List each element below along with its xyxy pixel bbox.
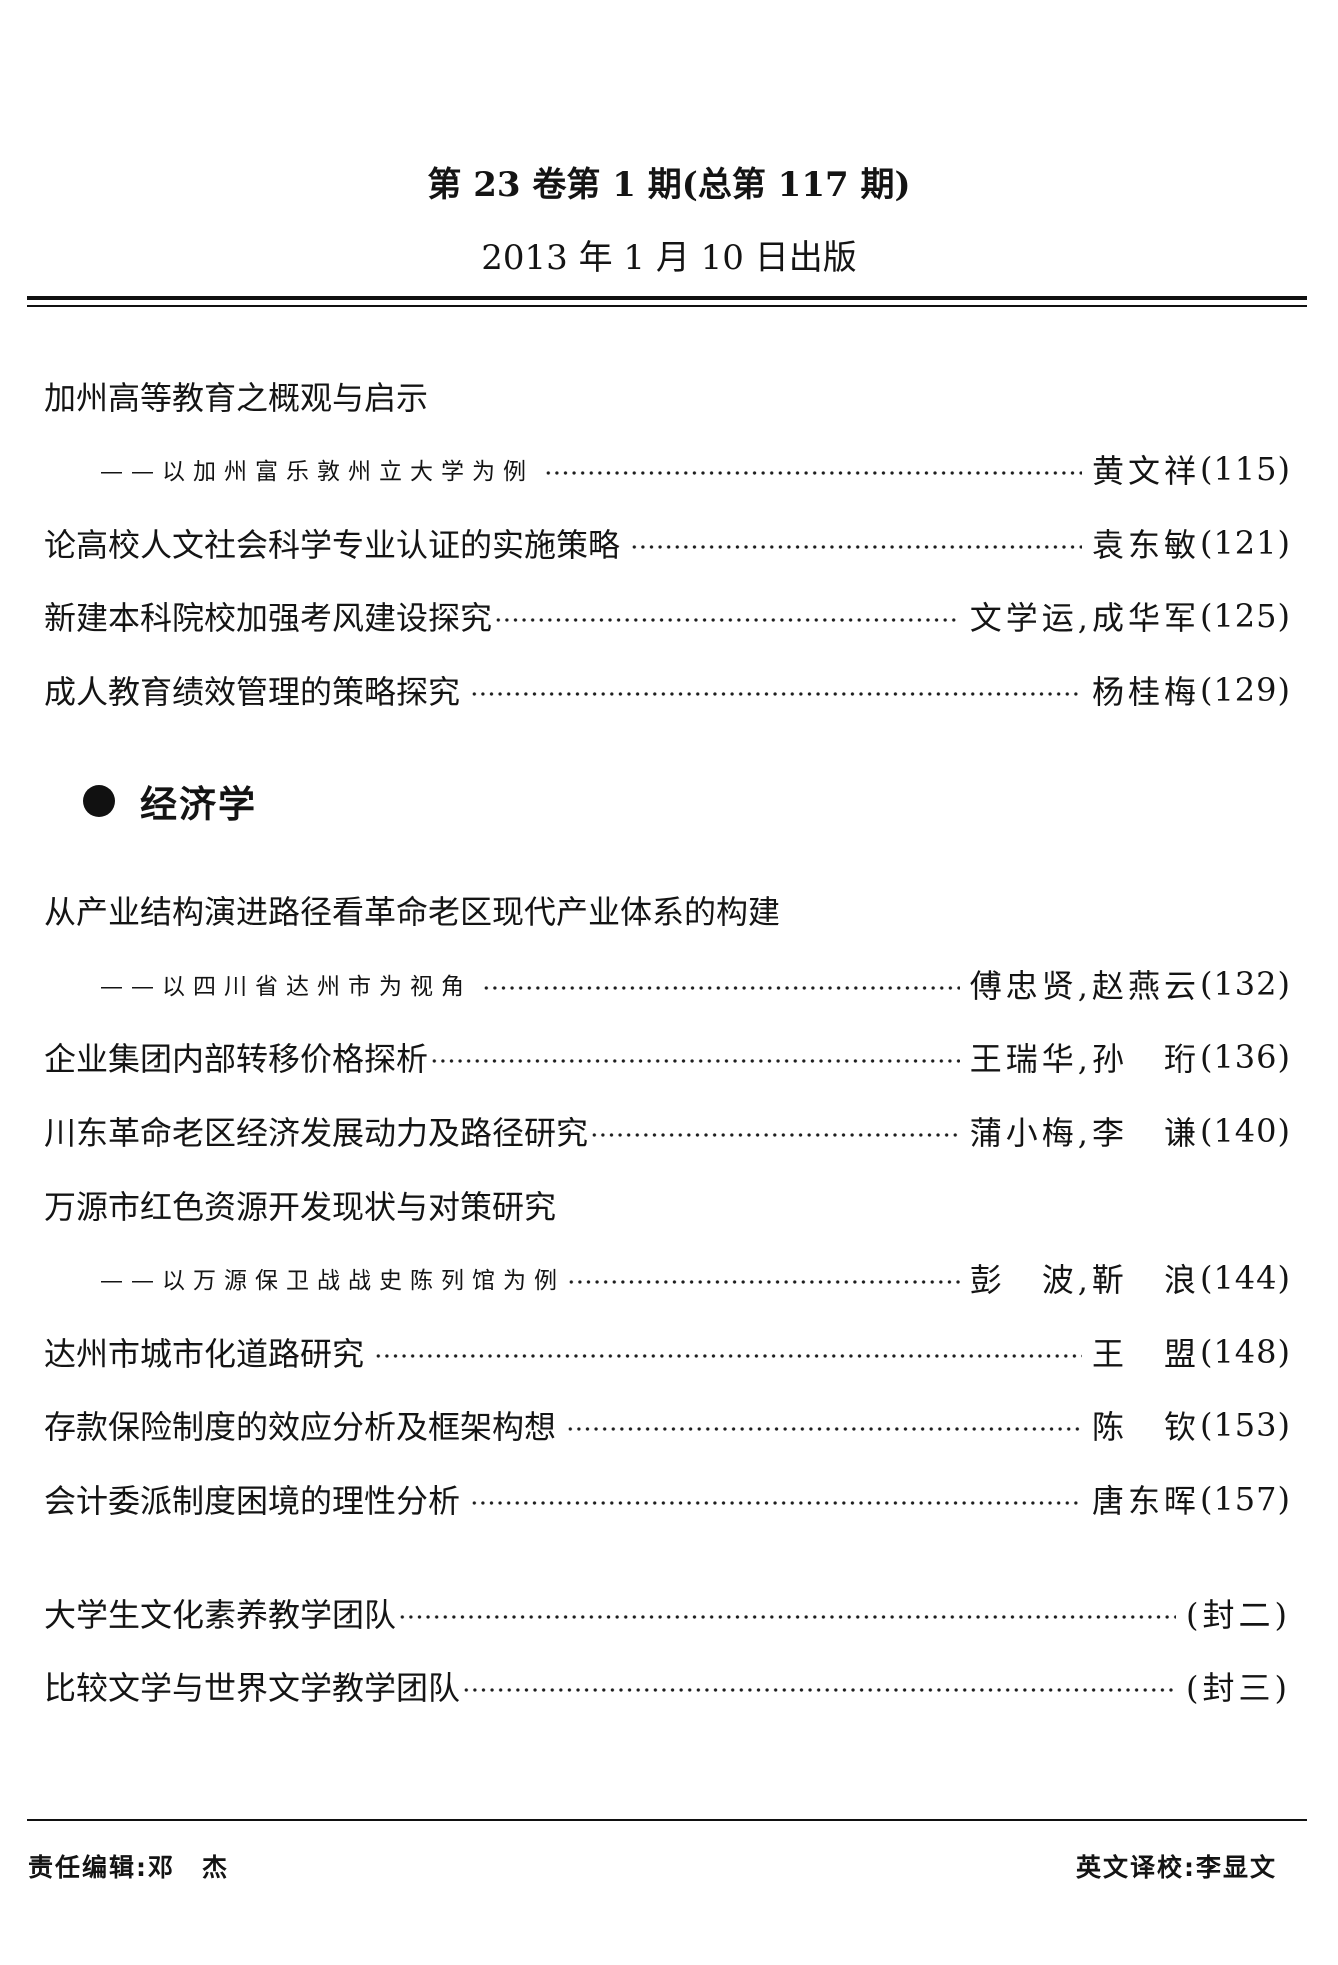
article-page: (148) — [1199, 1333, 1291, 1371]
article-author: 傅忠贤,赵燕云 — [969, 967, 1200, 1005]
article-page: (153) — [1199, 1406, 1291, 1444]
article-page: (115) — [1199, 450, 1291, 488]
article-author: 袁东敏 — [1091, 526, 1200, 564]
dot-leader — [470, 1498, 1082, 1508]
toc-entry-row: ——以万源保卫战战史陈列馆为例 彭 波,靳 浪 (144) — [100, 1256, 1291, 1300]
article-title: 会计委派制度困境的理性分析 — [44, 1482, 461, 1520]
article-author: 陈 钦 — [1091, 1408, 1200, 1446]
article-page: (136) — [1199, 1038, 1291, 1076]
toc-entry-row: 达州市城市化道路研究 王 盟 (148) — [44, 1330, 1291, 1374]
toc-entry-row: 会计委派制度困境的理性分析 唐东晖 (157) — [44, 1477, 1291, 1521]
toc-entry-row: 川东革命老区经济发展动力及路径研究 蒲小梅,李 谦 (140) — [44, 1109, 1291, 1153]
article-page: (132) — [1199, 965, 1291, 1003]
article-page: (121) — [1199, 524, 1291, 562]
header-rule-thick — [27, 296, 1307, 300]
article-title: 川东革命老区经济发展动力及路径研究 — [44, 1114, 589, 1152]
article-title: 论高校人文社会科学专业认证的实施策略 — [44, 526, 621, 564]
article-author: 王瑞华,孙 珩 — [969, 1040, 1200, 1078]
toc-entry-row: 论高校人文社会科学专业认证的实施策略 袁东敏 (121) — [44, 521, 1291, 565]
article-subtitle: ——以万源保卫战战史陈列馆为例 — [100, 1268, 565, 1294]
toc-entry-title-row: 万源市红色资源开发现状与对策研究 — [44, 1183, 1291, 1227]
article-title: 从产业结构演进路径看革命老区现代产业体系的构建 — [44, 893, 781, 931]
article-author: 彭 波,靳 浪 — [969, 1261, 1200, 1299]
publication-date-line: 2013 年 1 月 10 日出版 — [481, 237, 857, 278]
article-title: 加州高等教育之概观与启示 — [44, 379, 429, 417]
dot-leader — [482, 983, 960, 993]
article-page: (129) — [1199, 671, 1291, 709]
article-page: (125) — [1199, 597, 1291, 635]
toc-supplement-row: 比较文学与世界文学教学团队 (封三) — [44, 1664, 1291, 1708]
volume-issue-line: 第 23 卷第 1 期(总第 117 期) — [427, 164, 911, 205]
section-title: 经济学 — [140, 783, 257, 826]
supplement-title: 比较文学与世界文学教学团队 — [44, 1669, 461, 1707]
english-proofreader: 英文译校:李显文 — [1076, 1853, 1277, 1882]
dot-leader — [544, 468, 1082, 478]
toc-entry-row: 存款保险制度的效应分析及框架构想 陈 钦 (153) — [44, 1403, 1291, 1447]
toc-entry-row: 成人教育绩效管理的策略探究 杨桂梅 (129) — [44, 668, 1291, 712]
toc-entry-row: ——以加州富乐敦州立大学为例 黄文祥 (115) — [100, 447, 1291, 491]
toc-entry-title-row: 加州高等教育之概观与启示 — [44, 374, 1291, 418]
toc-entry-row: 企业集团内部转移价格探析 王瑞华,孙 珩 (136) — [44, 1035, 1291, 1079]
dot-leader — [398, 1612, 1177, 1622]
article-author: 文学运,成华军 — [969, 599, 1200, 637]
article-title: 万源市红色资源开发现状与对策研究 — [44, 1188, 557, 1226]
toc-supplement-row: 大学生文化素养教学团队 (封二) — [44, 1591, 1291, 1635]
article-author: 黄文祥 — [1091, 452, 1200, 490]
supplement-page: (封三) — [1186, 1669, 1291, 1707]
supplement-title: 大学生文化素养教学团队 — [44, 1596, 397, 1634]
toc-entry-row: ——以四川省达州市为视角 傅忠贤,赵燕云 (132) — [100, 962, 1291, 1006]
article-title: 新建本科院校加强考风建设探究 — [44, 599, 493, 637]
dot-leader — [430, 1056, 960, 1066]
article-title: 企业集团内部转移价格探析 — [44, 1040, 429, 1078]
section-heading-economics: 经济学 — [83, 776, 257, 826]
dot-leader — [567, 1277, 960, 1287]
article-title: 达州市城市化道路研究 — [44, 1335, 365, 1373]
dot-leader — [494, 615, 960, 625]
toc-entry-row: 新建本科院校加强考风建设探究 文学运,成华军 (125) — [44, 594, 1291, 638]
dot-leader — [590, 1130, 960, 1140]
article-author: 蒲小梅,李 谦 — [969, 1114, 1200, 1152]
article-subtitle: ——以四川省达州市为视角 — [100, 974, 472, 1000]
responsible-editor: 责任编辑:邓 杰 — [28, 1853, 229, 1882]
article-subtitle: ——以加州富乐敦州立大学为例 — [100, 459, 534, 485]
article-page: (157) — [1199, 1480, 1291, 1518]
dot-leader — [630, 542, 1082, 552]
article-title: 成人教育绩效管理的策略探究 — [44, 673, 461, 711]
dot-leader — [462, 1685, 1177, 1695]
dot-leader — [470, 689, 1082, 699]
dot-leader — [374, 1351, 1082, 1361]
header-rule-thin — [27, 305, 1307, 307]
article-title: 存款保险制度的效应分析及框架构想 — [44, 1408, 557, 1446]
dot-leader — [566, 1424, 1082, 1434]
footer-rule — [27, 1819, 1307, 1821]
supplement-page: (封二) — [1186, 1596, 1291, 1634]
article-author: 唐东晖 — [1091, 1482, 1200, 1520]
article-author: 王 盟 — [1091, 1335, 1200, 1373]
article-page: (140) — [1199, 1112, 1291, 1150]
toc-entry-title-row: 从产业结构演进路径看革命老区现代产业体系的构建 — [44, 888, 1291, 932]
article-author: 杨桂梅 — [1091, 673, 1200, 711]
article-page: (144) — [1199, 1259, 1291, 1297]
section-bullet-icon — [83, 785, 115, 817]
